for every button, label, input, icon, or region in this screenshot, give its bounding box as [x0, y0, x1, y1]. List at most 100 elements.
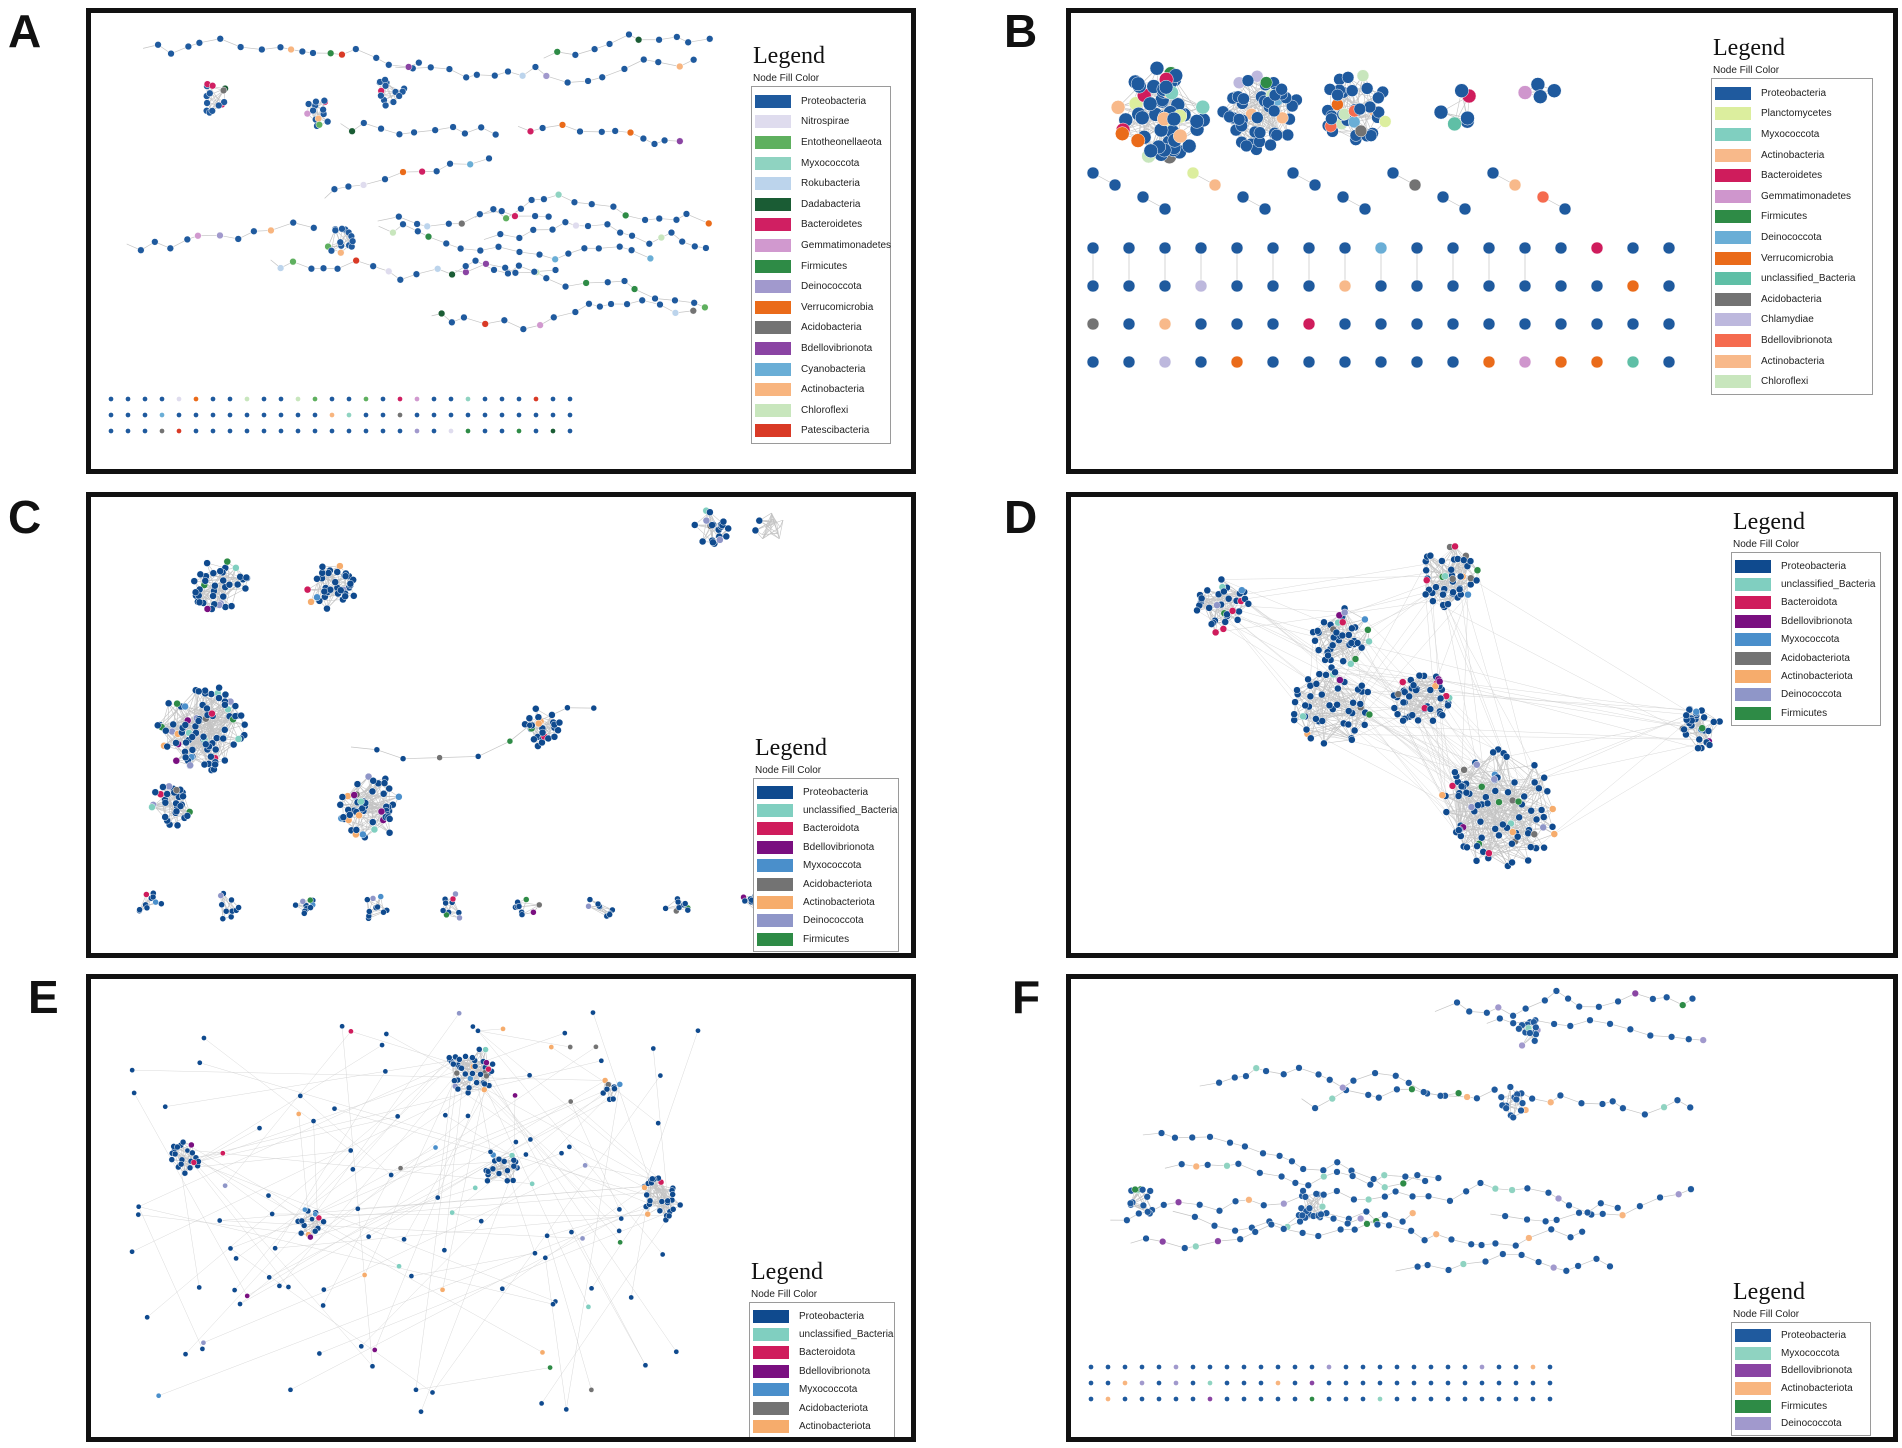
nodes	[136, 506, 764, 922]
legend-title: Legend	[751, 1259, 823, 1285]
legend-item: Chlamydiae	[1715, 310, 1869, 331]
legend-item: Myxococcota	[755, 153, 887, 174]
panel-label-e: E	[28, 971, 59, 1023]
network-graph-a	[108, 30, 714, 434]
legend-item: Firmicutes	[1735, 1397, 1867, 1415]
legend-swatch	[757, 932, 793, 946]
network-graph-b	[1086, 61, 1676, 369]
legend-item: unclassified_Bacteria	[1735, 575, 1877, 593]
legend-label: Bdellovibrionota	[799, 1365, 871, 1377]
legend-swatch	[753, 1401, 789, 1415]
legend-item: Verrucomicrobia	[1715, 248, 1869, 269]
legend-swatch	[757, 859, 793, 873]
legend-swatch	[757, 822, 793, 836]
legend-item: Deinococcota	[755, 276, 887, 297]
panel-label-a: A	[8, 5, 42, 57]
legend-label: Bdellovibrionota	[1761, 334, 1833, 346]
legend-item: Chloroflexi	[755, 400, 887, 421]
legend-label: Proteobacteria	[801, 95, 867, 107]
legend-label: Myxococcota	[1781, 1347, 1840, 1359]
legend-item: Bdellovibrionota	[753, 1362, 891, 1380]
legend-swatch	[755, 238, 791, 252]
legend-label: Acidobacteria	[801, 322, 862, 334]
legend-item: Bacteroidetes	[755, 215, 887, 236]
legend-swatch	[1735, 633, 1771, 647]
legend-item: Myxococcota	[757, 857, 895, 875]
legend-label: Firmicutes	[801, 260, 848, 272]
legend-item: Acidobacteria	[755, 318, 887, 339]
legend-swatch	[1735, 1399, 1771, 1413]
legend-title: Legend	[1713, 35, 1785, 61]
legend-swatch	[757, 877, 793, 891]
legend-swatch	[755, 218, 791, 232]
legend-item: Patescibacteria	[755, 421, 887, 442]
legend-label: Acidobacteria	[1761, 293, 1822, 305]
legend-swatch	[1735, 1346, 1771, 1360]
legend-item: Bdellovibrionota	[1735, 1362, 1867, 1380]
legend-label: Deinococcota	[1761, 231, 1822, 243]
legend-swatch	[753, 1383, 789, 1397]
legend-label: Deinococcota	[1781, 1418, 1842, 1430]
legend-swatch	[1715, 333, 1751, 347]
legend-item: Actinobacteriota	[753, 1417, 891, 1435]
legend-swatch	[753, 1346, 789, 1360]
legend-item: Deinococcota	[1735, 1415, 1867, 1433]
network-graph-c	[136, 506, 784, 922]
legend-label: Myxococcota	[1781, 634, 1840, 646]
legend-label: Actinobacteriota	[803, 897, 875, 909]
legend-swatch	[1735, 706, 1771, 720]
panel-label-b: B	[1004, 5, 1038, 57]
legend-swatch	[1715, 86, 1751, 100]
legend-item: Firmicutes	[1715, 207, 1869, 228]
legend-subtitle: Node Fill Color	[1733, 1309, 1800, 1320]
legend-item: Actinobacteriota	[1735, 667, 1877, 685]
legend-swatch	[1715, 251, 1751, 265]
legend-label: unclassified_Bacteria	[1781, 579, 1876, 591]
legend-item: Planctomycetes	[1715, 104, 1869, 125]
legend-swatch	[1715, 107, 1751, 121]
legend-title: Legend	[753, 43, 825, 69]
legend-swatch	[755, 341, 791, 355]
legend-item: Dadabacteria	[755, 194, 887, 215]
legend-item: Acidobacteria	[1715, 289, 1869, 310]
legend-swatch	[1735, 688, 1771, 702]
legend-swatch	[1735, 651, 1771, 665]
legend-item: Firmicutes	[757, 930, 895, 948]
nodes	[129, 1009, 701, 1415]
legend-swatch	[757, 896, 793, 910]
legend-swatch	[753, 1328, 789, 1342]
legend-swatch	[1715, 354, 1751, 368]
nodes	[108, 30, 714, 434]
legend-label: Proteobacteria	[1761, 87, 1827, 99]
edges	[1110, 990, 1704, 1272]
legend-label: Gemmatimonadetes	[1761, 190, 1852, 202]
legend-item: Proteobacteria	[753, 1307, 891, 1325]
legend-label: Acidobacteriota	[799, 1402, 868, 1414]
legend-label: Bdellovibrionota	[1781, 1365, 1853, 1377]
legend-item: Acidobacteriota	[1735, 649, 1877, 667]
legend-item: Bdellovibrionota	[1715, 330, 1869, 351]
legend-label: Bdellovibrionota	[801, 342, 873, 354]
legend-label: Myxococcota	[799, 1384, 858, 1396]
legend-swatch	[753, 1438, 789, 1442]
legend-swatch	[1715, 292, 1751, 306]
legend-item: Entotheonellaeota	[755, 132, 887, 153]
legend-item: Acidobacteriota	[757, 875, 895, 893]
legend-item: Actinobacteria	[755, 379, 887, 400]
legend-swatch	[753, 1420, 789, 1434]
legend-label: Chlamydiae	[1761, 314, 1814, 326]
legend-swatch	[755, 321, 791, 335]
legend-swatch	[1715, 272, 1751, 286]
legend-label: Acidobacteriota	[1781, 652, 1850, 664]
legend-swatch	[1735, 670, 1771, 684]
legend-swatch	[1715, 313, 1751, 327]
legend-item: unclassified_Bacteria	[757, 801, 898, 819]
